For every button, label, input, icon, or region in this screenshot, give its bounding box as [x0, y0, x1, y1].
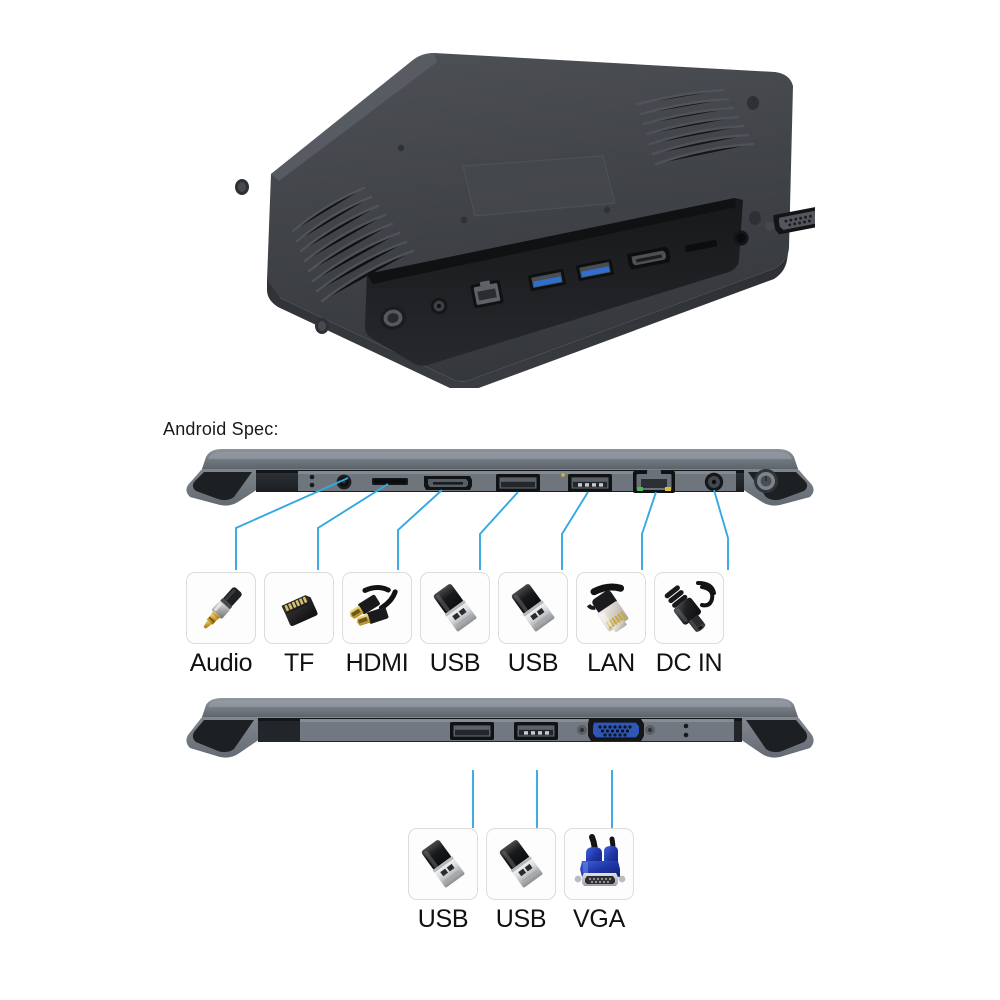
- android-edge-device: [180, 445, 820, 525]
- port-label-usb-2: USB: [507, 649, 559, 677]
- hdmi-cable-icon: [342, 572, 412, 644]
- port-label-lan: LAN: [587, 649, 635, 677]
- port-item-lan[interactable]: LAN: [576, 572, 646, 676]
- port-label-usb-4: USB: [495, 905, 547, 933]
- audio-jack-icon: [186, 572, 256, 644]
- port-item-tf[interactable]: TF: [264, 572, 334, 676]
- usb-plug-icon: [420, 572, 490, 644]
- rj45-plug-icon: [576, 572, 646, 644]
- port-label-tf: TF: [284, 649, 314, 677]
- usb-plug-icon: [408, 828, 478, 900]
- port-item-usb-4[interactable]: USB: [486, 828, 556, 932]
- port-item-dc-in[interactable]: DC IN: [654, 572, 724, 676]
- secondary-port-leader-lines: [400, 770, 670, 832]
- secondary-port-legend: USB USB: [408, 828, 634, 932]
- port-item-usb-1[interactable]: USB: [420, 572, 490, 676]
- dc-barrel-icon: [654, 572, 724, 644]
- port-label-vga: VGA: [573, 905, 625, 933]
- usb-plug-icon: [486, 828, 556, 900]
- port-label-usb-1: USB: [429, 649, 481, 677]
- port-item-usb-2[interactable]: USB: [498, 572, 568, 676]
- port-label-usb-3: USB: [417, 905, 469, 933]
- vga-plug-icon: [564, 828, 634, 900]
- port-item-hdmi[interactable]: HDMI: [342, 572, 412, 676]
- tf-card-icon: [264, 572, 334, 644]
- port-label-dc-in: DC IN: [655, 649, 723, 677]
- port-item-usb-3[interactable]: USB: [408, 828, 478, 932]
- port-label-hdmi: HDMI: [345, 649, 409, 677]
- secondary-edge-device: [180, 695, 820, 777]
- port-item-audio[interactable]: Audio: [186, 572, 256, 676]
- port-item-vga[interactable]: VGA: [564, 828, 634, 932]
- product-rear-view-photo: [175, 48, 815, 388]
- android-spec-title: Android Spec:: [163, 419, 279, 439]
- port-label-audio: Audio: [189, 649, 253, 677]
- android-port-legend: Audio: [186, 572, 724, 676]
- usb-plug-icon: [498, 572, 568, 644]
